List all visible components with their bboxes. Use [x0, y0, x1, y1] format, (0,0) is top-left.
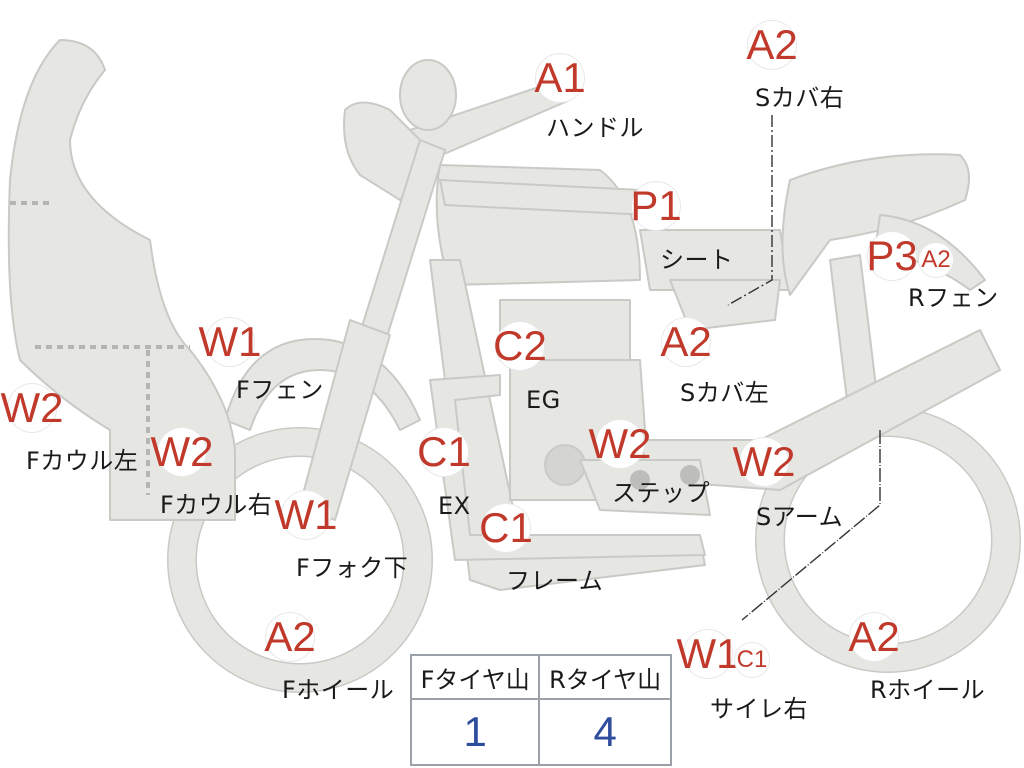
rear-fender-grade-badge: P3	[866, 232, 918, 280]
muffler-right-grade2-badge: C1	[735, 643, 769, 677]
rear-wheel-label: Rホイール	[870, 676, 986, 704]
frame-label: フレーム	[506, 567, 604, 595]
engine-label: EG	[526, 386, 561, 414]
muffler-right-label: サイレ右	[710, 695, 808, 723]
engine-grade-badge: C2	[493, 322, 547, 370]
side-cover-right-grade-badge: A2	[746, 21, 798, 69]
front-fork-lower-label: Fフォク下	[296, 554, 409, 582]
swingarm-label: Sアーム	[756, 503, 844, 531]
rear-tire-header: Rタイヤ山	[538, 654, 672, 700]
frame-grade-badge: C1	[479, 504, 533, 552]
rear-fender-grade2-badge: A2	[919, 243, 953, 277]
front-tire-value: 1	[409, 698, 541, 766]
muffler-right-grade-badge: W1	[676, 630, 740, 678]
rear-fender-label: Rフェン	[908, 284, 999, 312]
front-fender-grade-badge: W1	[198, 318, 262, 366]
handle-grade-badge: A1	[534, 54, 586, 102]
tire-table-header-row: Fタイヤ山 Rタイヤ山	[409, 654, 672, 700]
exhaust-grade-badge: C1	[417, 428, 471, 476]
front-cowl-left-label: Fカウル左	[26, 447, 139, 475]
rear-wheel-grade-badge: A2	[848, 613, 900, 661]
exhaust-shape	[429, 374, 706, 561]
step-label: ステップ	[612, 479, 710, 507]
side-cover-left-grade-badge: A2	[660, 318, 712, 366]
tire-table-value-row: 1 4	[409, 698, 672, 766]
exhaust-label: EX	[438, 492, 471, 520]
front-tire-header: Fタイヤ山	[409, 654, 541, 700]
front-cowl-left-grade-badge: W2	[0, 384, 64, 432]
rear-tire-value: 4	[538, 698, 672, 766]
front-cowl-shape	[7, 39, 236, 521]
front-fender-label: Fフェン	[236, 376, 324, 404]
swingarm-grade-badge: W2	[732, 438, 796, 486]
front-wheel-grade-badge: A2	[264, 613, 316, 661]
handle-label: ハンドル	[546, 114, 644, 142]
side-cover-right-label: Sカバ右	[755, 84, 845, 112]
side-cover-shape	[669, 279, 781, 331]
front-cowl-right-label: Fカウル右	[160, 491, 273, 519]
tire-tread-table: Fタイヤ山 Rタイヤ山 1 4	[409, 654, 672, 766]
front-fork-lower-grade-badge: W1	[274, 491, 338, 539]
front-cowl-right-grade-badge: W2	[150, 428, 214, 476]
seat-label: シート	[660, 246, 734, 274]
front-wheel-label: Fホイール	[282, 676, 395, 704]
seat-grade-badge: P1	[630, 182, 682, 230]
step-grade-badge: W2	[588, 420, 652, 468]
side-cover-left-label: Sカバ左	[680, 379, 770, 407]
